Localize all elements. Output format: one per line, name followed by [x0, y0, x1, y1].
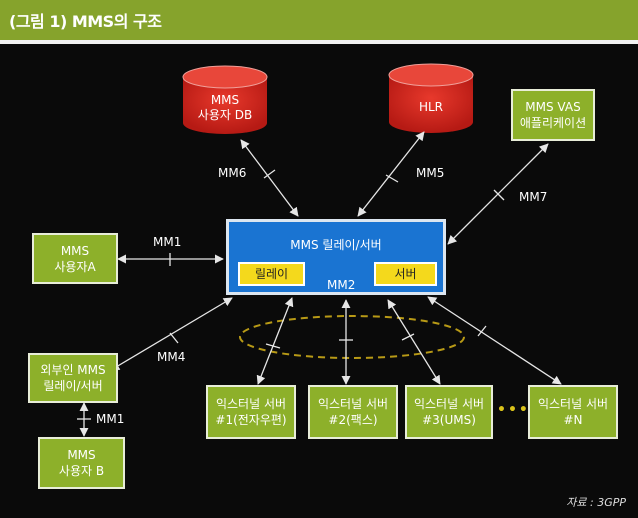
hlr-cylinder — [388, 63, 474, 133]
hlr-label: HLR — [418, 100, 444, 114]
extn-line — [427, 296, 562, 385]
user-a-box: MMS 사용자A — [32, 233, 118, 284]
user-db-cylinder — [182, 65, 268, 134]
ext1-line — [256, 297, 294, 385]
external-server-3-box: 익스터널 서버 #3(UMS) — [405, 385, 493, 439]
relay-box: 릴레이 — [238, 262, 305, 286]
external-relay-box: 외부인 MMS 릴레이/서버 — [28, 353, 118, 403]
mm1-bottom-label: MM1 — [96, 412, 125, 426]
ext3-line — [387, 299, 441, 385]
source-note: 자료 : 3GPP — [566, 496, 626, 509]
external-servers-group-ellipse — [239, 315, 465, 359]
ellipsis-dots: ••• — [497, 402, 530, 418]
title-bar: (그림 1) MMS의 구조 — [0, 0, 638, 44]
mm4-label: MM4 — [157, 350, 186, 364]
figure-title: (그림 1) MMS의 구조 — [9, 12, 162, 31]
mm5-label: MM5 — [416, 166, 445, 180]
user-b-box: MMS 사용자 B — [38, 437, 125, 489]
mm1-top-label: MM1 — [153, 235, 182, 249]
vas-application-box: MMS VAS 애플리케이션 — [511, 89, 595, 141]
external-server-1-box: 익스터널 서버 #1(전자우편) — [206, 385, 296, 439]
server-box: 서버 — [374, 262, 437, 286]
user-db-label: MMS 사용자 DB — [197, 93, 253, 122]
external-server-2-box: 익스터널 서버 #2(팩스) — [308, 385, 398, 439]
mm2-label: MM2 — [327, 278, 356, 292]
mm6-label: MM6 — [218, 166, 247, 180]
external-server-n-box: 익스터널 서버 #N — [528, 385, 618, 439]
relay-server-title: MMS 릴레이/서버 — [290, 238, 382, 252]
mm5-line — [357, 131, 425, 217]
mm7-label: MM7 — [519, 190, 548, 204]
mm6-line — [240, 139, 299, 217]
relay-server-box: MMS 릴레이/서버 릴레이 서버 — [226, 219, 446, 295]
